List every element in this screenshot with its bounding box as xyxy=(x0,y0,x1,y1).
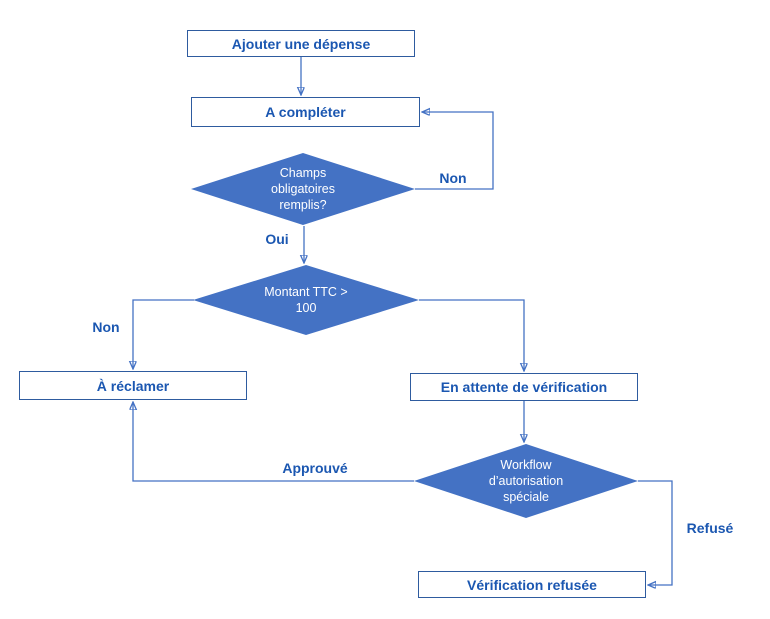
edge-label-non-left: Non xyxy=(92,319,120,335)
edge-approuve-to-areclamer xyxy=(133,402,414,482)
decision-line: Champs xyxy=(279,166,327,180)
edge-refuse-to-verification xyxy=(638,480,673,585)
decision-line: 100 xyxy=(295,301,317,315)
decision-line: d’autorisation xyxy=(488,474,564,488)
decision-line: Workflow xyxy=(500,458,552,472)
edge-non-to-areclamer xyxy=(133,299,194,369)
edge-label-non-top: Non xyxy=(439,170,467,186)
decision-line: Montant TTC > xyxy=(264,285,348,299)
edge-label-approuve: Approuvé xyxy=(282,460,348,476)
node-a-reclamer: À réclamer xyxy=(19,371,247,400)
decision-line: remplis? xyxy=(279,198,327,212)
node-a-completer: A compléter xyxy=(191,97,420,127)
node-en-attente-verification: En attente de vérification xyxy=(410,373,638,401)
edge-label-refuse: Refusé xyxy=(686,520,734,536)
decision-line: obligatoires xyxy=(271,182,335,196)
edge-non-back-to-acompleter xyxy=(415,112,494,190)
node-verification-refusee: Vérification refusée xyxy=(418,571,646,598)
decision-line: spéciale xyxy=(503,490,549,504)
edge-oui-to-enattente xyxy=(419,299,524,371)
edge-label-oui: Oui xyxy=(265,231,289,247)
node-ajouter-depense: Ajouter une dépense xyxy=(187,30,415,57)
